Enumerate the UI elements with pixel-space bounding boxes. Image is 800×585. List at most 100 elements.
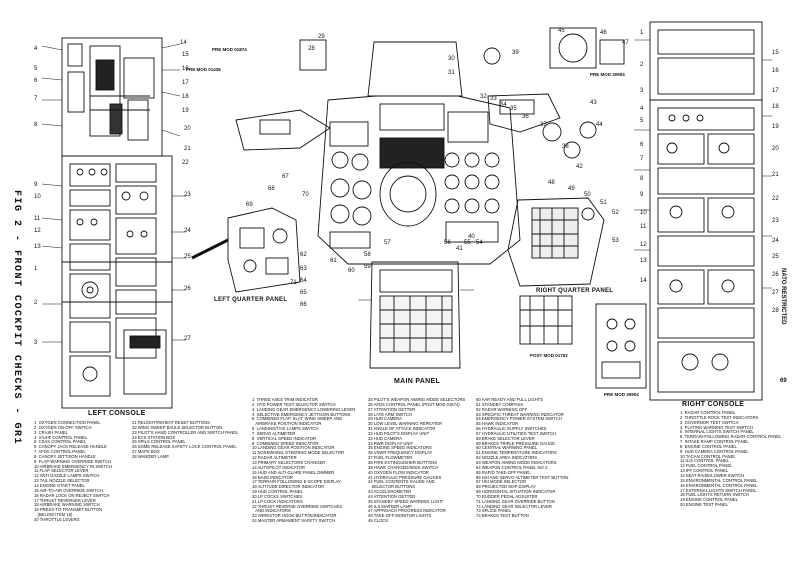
left-quarter-drawing [191, 207, 301, 293]
legend-entry: 27 MAPS BOX [132, 449, 160, 455]
legend-entry: 20 ENGINE TEST PANEL [680, 502, 729, 508]
legend-entry: 3 LANDING GEAR EMERGENCY LOWERING LEVER [252, 406, 356, 412]
legend-entry: 67 HSI MODE SELECTOR [476, 479, 527, 485]
legend-entry: 2 THROTTLE ROCK TEST INDICATORS [680, 414, 759, 420]
callout-number: 39 [512, 50, 519, 56]
legend-entry: (BELOW ITEM 18) [34, 512, 73, 518]
callout-number: 55 [464, 240, 471, 246]
callout-number: 65 [300, 290, 307, 296]
legend-entry: 2 OXYGEN ON-OFF SWITCH [34, 424, 92, 430]
legend-entry: 26 AFDS CONTROL PANEL (POST MOD 01874) [368, 401, 460, 407]
legend-entry: 11 IL/S CONTROL PANEL [680, 458, 730, 464]
callout-number: 1 [34, 266, 38, 272]
callout-number: 51 [600, 200, 607, 206]
callout-number: 34 [500, 102, 507, 108]
callout-number: 20 [184, 126, 191, 132]
mod-note-01436: PRE MOD 01436 [186, 67, 221, 72]
legend-entry: 70 RUDDER PEDAL ADJUSTER [476, 493, 538, 499]
legend-entry: 30 LOW LEVEL WARNING REPEATER [368, 421, 443, 427]
legend-entry: 27 ATTENTION GETTER [368, 406, 416, 412]
left-console-title: LEFT CONSOLE [88, 410, 146, 417]
callout-number: 16 [182, 66, 189, 72]
callout-number: 52 [612, 210, 619, 216]
page-number: 69 [780, 378, 787, 384]
callout-number: 8 [34, 122, 38, 128]
legend-entry: 6 TERRAIN-FOLLOWING RADAR CONTROL PANEL [680, 434, 782, 440]
legend-entry: 13 PRIMARY SELECTORS CHANGER [252, 459, 326, 465]
callout-number: 12 [640, 242, 647, 248]
legend-entry: 5 COMBINED FLAP, SLAT, WING SWEEP AND [252, 416, 343, 422]
callout-number: 35 [510, 106, 517, 112]
legend-entry: 11 FLAP SELECTOR LEVER [34, 468, 89, 474]
legend-entry: 4 PLATING WARNING TEST SWITCH [680, 424, 753, 430]
callout-number: 22 [182, 160, 189, 166]
callout-number: 26 [184, 286, 191, 292]
legend-entry: 35 ENGINE SPEED INDICATORS [368, 445, 432, 451]
callout-number: 53 [612, 238, 619, 244]
callout-number: 20 [772, 146, 779, 152]
legend-entry: 73 SPLICE PANEL [476, 508, 512, 514]
callout-number: 1 [640, 30, 644, 36]
legend-entry: 36 VSWR FREQUENCY DISPLAY [368, 450, 433, 456]
legend-entry: 13 IFF CONTROL PANEL [680, 468, 729, 474]
legend-entry: 33 HUD CAMERA [368, 435, 402, 441]
legend-entry: 28 LATE ARM SWITCH [368, 411, 412, 417]
callout-number: 28 [772, 308, 779, 314]
callout-number: 25 [772, 254, 779, 260]
callout-number: 36 [522, 114, 529, 120]
callout-number: 4 [34, 46, 38, 52]
callout-number: 7 [34, 96, 38, 102]
legend-entry: 10 AIRBRAKE EMERGENCY IN SWITCH [34, 463, 112, 469]
legend-entry: 12 FUEL CONTROL PANEL [680, 463, 733, 469]
legend-entry: 5 CSAS CONTROL PANEL [34, 439, 87, 445]
callout-number: 47 [622, 40, 629, 46]
legend-entry: 8 ENGINE CONTROL PANEL [680, 443, 737, 449]
callout-number: 61 [330, 258, 337, 264]
legend-entry: 63 WEAPON AIMING MODE INDICATORS [476, 459, 557, 465]
legend-entry: 7 INTAKE RAMP CONTROL PANEL [680, 439, 749, 445]
callout-number: 12 [34, 228, 41, 234]
legend-entry: 4 SELECTIVE EMERGENCY JETTISON BUTTONS [252, 411, 351, 417]
callout-number: 5 [640, 118, 644, 124]
callout-number: 48 [548, 180, 555, 186]
callout-number: 64 [300, 278, 307, 284]
callout-number: 30 [448, 56, 455, 62]
right-quarter-drawing [507, 197, 647, 389]
callout-number: 67 [282, 174, 289, 180]
callout-number: 38 [562, 144, 569, 150]
mod-note-01874: PRE MOD 01874 [212, 47, 247, 52]
legend-entry: 22 WING SWEEP BAULK SELECTOR BUTTON [132, 424, 223, 430]
legend-entry: 24 MASTER ARMAMENT SAFETY SWITCH [252, 518, 336, 524]
right-quarter-title: RIGHT QUARTER PANEL [536, 288, 614, 294]
callout-number: 43 [590, 100, 597, 106]
callout-number: 25 [184, 254, 191, 260]
callout-number: 29 [318, 34, 325, 40]
legend-entry: 19 PRESS-TO-TRANSMIT BUTTON [34, 507, 103, 513]
legend-entry: 53 SPECIFIC THREAT WARNING INDICATOR [476, 411, 564, 417]
callout-number: 70 [302, 192, 309, 198]
callout-number: 15 [182, 52, 189, 58]
callout-number: 13 [34, 244, 41, 250]
legend-entry: 64 WEAPON CONTROL PANEL NO 2 [476, 464, 548, 470]
legend-entry: 10 TACAN CONTROL PANEL [680, 453, 736, 459]
legend-entry: 11 NOSEWHEEL STEERING MODE SELECTOR [252, 450, 345, 456]
callout-number: 31 [448, 70, 455, 76]
callout-number: 41 [456, 246, 463, 252]
callout-number: 69 [246, 202, 253, 208]
callout-number: 7 [640, 156, 644, 162]
legend-entry: 42 FUEL CONTENTS GAUGE AND [368, 479, 435, 485]
legend-entry: 71 LANDING GEAR OVERRIDE BUTTON [476, 498, 555, 504]
callout-number: 28 [308, 46, 315, 52]
legend-entry: 22 THRUST REVERSE OVERRIDE SWITCHES [252, 503, 343, 509]
legend-entry: 31 ANGLE OF ATTACK INDICATOR [368, 426, 436, 432]
legend-entry: 21 RELIGHT/REHEAT RESET BUTTONS [132, 420, 210, 425]
legend-entry: 2 HYD POWER TEST SELECTOR SWITCH [252, 401, 336, 407]
callout-number: 62 [300, 252, 307, 258]
legend-entry: 13 TAIL NOZZLE SELECTOR [34, 478, 90, 484]
callout-number: 15 [772, 50, 779, 56]
callout-number: 2 [34, 300, 38, 306]
callout-number: 3 [640, 88, 644, 94]
legend-entry: 10 LANDING GEAR POSITION INDICATOR [252, 445, 335, 451]
